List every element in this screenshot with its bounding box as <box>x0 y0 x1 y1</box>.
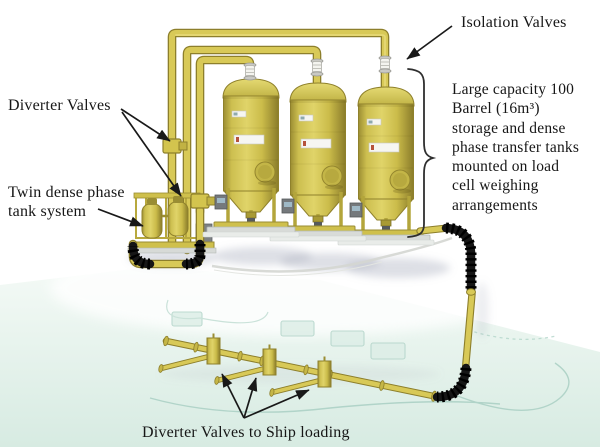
arrow-to-ship-valve-2 <box>243 377 258 419</box>
overhead-pipework <box>167 28 390 255</box>
label-storage-note: Large capacity 100 Barrel (16m³) storage… <box>452 80 600 215</box>
storage-note-line: arrangements <box>452 196 538 214</box>
storage-note-line: storage and dense <box>452 119 566 137</box>
diverter-valve-upper-1 <box>162 138 188 154</box>
transfer-line-to-ship <box>416 222 477 403</box>
label-isolation-valves: Isolation Valves <box>461 14 567 31</box>
ground-shadows <box>128 247 489 383</box>
label-twin-tank-system: Twin dense phase tank system <box>8 183 125 221</box>
label-ship-loading: Diverter Valves to Ship loading <box>142 424 350 441</box>
isolation-valve-3 <box>378 55 392 74</box>
flexible-hose <box>127 239 206 270</box>
arrow-to-twin-tank-skid <box>97 208 144 227</box>
arrow-to-diverter-valve-1 <box>120 108 171 142</box>
storage-note-line: Barrel (16m³) <box>452 100 540 118</box>
isolation-valve-2 <box>310 58 324 77</box>
skid-discharge-pipe <box>127 205 206 270</box>
twin-dense-phase-tank-skid <box>127 192 217 254</box>
flexible-hose <box>432 222 477 403</box>
diverter-valve-upper-2 <box>190 193 216 209</box>
tank-group-brace <box>407 68 437 238</box>
label-diverter-valves: Diverter Valves <box>8 97 111 114</box>
ship-loading-diverter-valve-3 <box>269 356 332 397</box>
storage-note-line: Large capacity 100 <box>452 81 575 98</box>
arrow-to-ship-valve-1 <box>221 373 245 419</box>
label-twin-tank-line1: Twin dense phase <box>8 184 125 201</box>
storage-note-line: mounted on load <box>452 158 560 176</box>
isolation-valve-1 <box>243 62 257 81</box>
annotation-arrows <box>97 25 453 419</box>
storage-tank-3 <box>336 85 436 247</box>
deck-outline-ghosts <box>149 299 570 413</box>
storage-note-line: phase transfer tanks <box>452 138 580 156</box>
arrow-to-ship-valve-3 <box>243 389 310 419</box>
label-twin-tank-line2: tank system <box>8 203 87 221</box>
arrow-to-isolation-valve <box>406 25 453 60</box>
ship-loading-diverter-valve-1 <box>158 333 221 373</box>
storage-note-line: cell weighing <box>452 177 539 195</box>
arrow-to-diverter-valve-2 <box>121 111 182 197</box>
